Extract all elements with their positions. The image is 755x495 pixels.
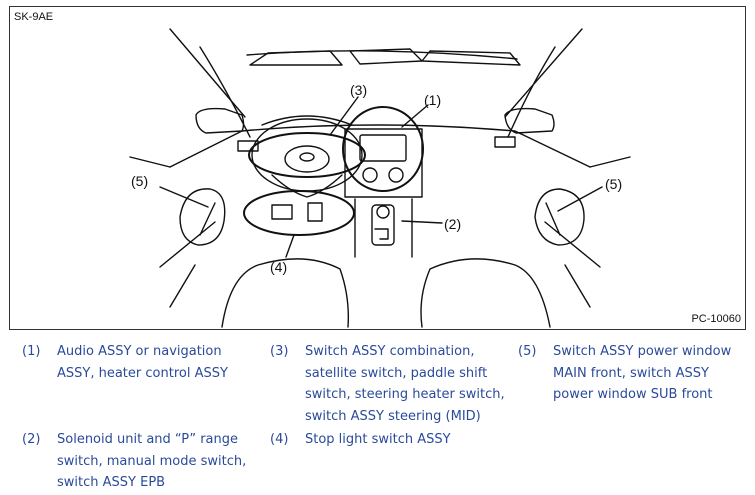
legend-number: (3) [270,344,289,359]
interior-line-drawing: (3) (1) (2) (4) (5) (5) [129,28,631,328]
legend-number: (1) [22,344,41,359]
callout-3: (3) [350,82,367,98]
legend-number: (4) [270,432,289,447]
seat-right [420,258,551,328]
door-panel-right [534,188,585,246]
leader-3 [329,96,359,136]
leader-5-left [159,186,209,208]
center-stack [344,128,423,198]
leader-5-right [557,186,603,212]
legend-text: Audio ASSY or navigation ASSY, heater co… [57,344,228,381]
figure-id-label: SK-9AE [14,11,54,23]
callout-5-right: (5) [605,176,622,192]
figure-code-label: PC-10060 [691,313,741,325]
legend-text: Switch ASSY combination, satellite switc… [305,344,505,424]
legend-text: Solenoid unit and “P” range switch, manu… [57,432,247,490]
callout-5-left: (5) [131,173,148,189]
highlight-1 [342,106,424,192]
legend-number: (5) [518,344,537,359]
seat-left [221,258,350,328]
legend-item-3: (3) Switch ASSY combination, satellite s… [270,341,510,429]
legend-text: Switch ASSY power window MAIN front, swi… [553,344,732,402]
sun-visor-left [249,50,343,66]
legend-item-4: (4) Stop light switch ASSY [270,429,510,453]
door-panel-left [179,188,226,246]
highlight-4 [243,190,355,236]
leader-1 [401,104,429,128]
callout-2: (2) [444,216,461,232]
leader-4 [285,234,295,258]
shift-lever [371,204,395,246]
legend-item-2: (2) Solenoid unit and “P” range switch, … [22,429,262,495]
leader-2 [401,220,443,224]
side-mirror-right [504,107,555,134]
legend-text: Stop light switch ASSY [305,432,451,447]
callout-1: (1) [424,92,441,108]
legend-item-1: (1) Audio ASSY or navigation ASSY, heate… [22,341,262,401]
dashboard-diagram: SK-9AE PC-10060 [9,6,746,330]
callout-4: (4) [270,259,287,275]
side-mirror-left [195,107,245,134]
highlight-3 [248,132,366,178]
legend-number: (2) [22,432,41,447]
legend-item-5: (5) Switch ASSY power window MAIN front,… [518,341,753,407]
sun-visor-right [421,50,521,66]
